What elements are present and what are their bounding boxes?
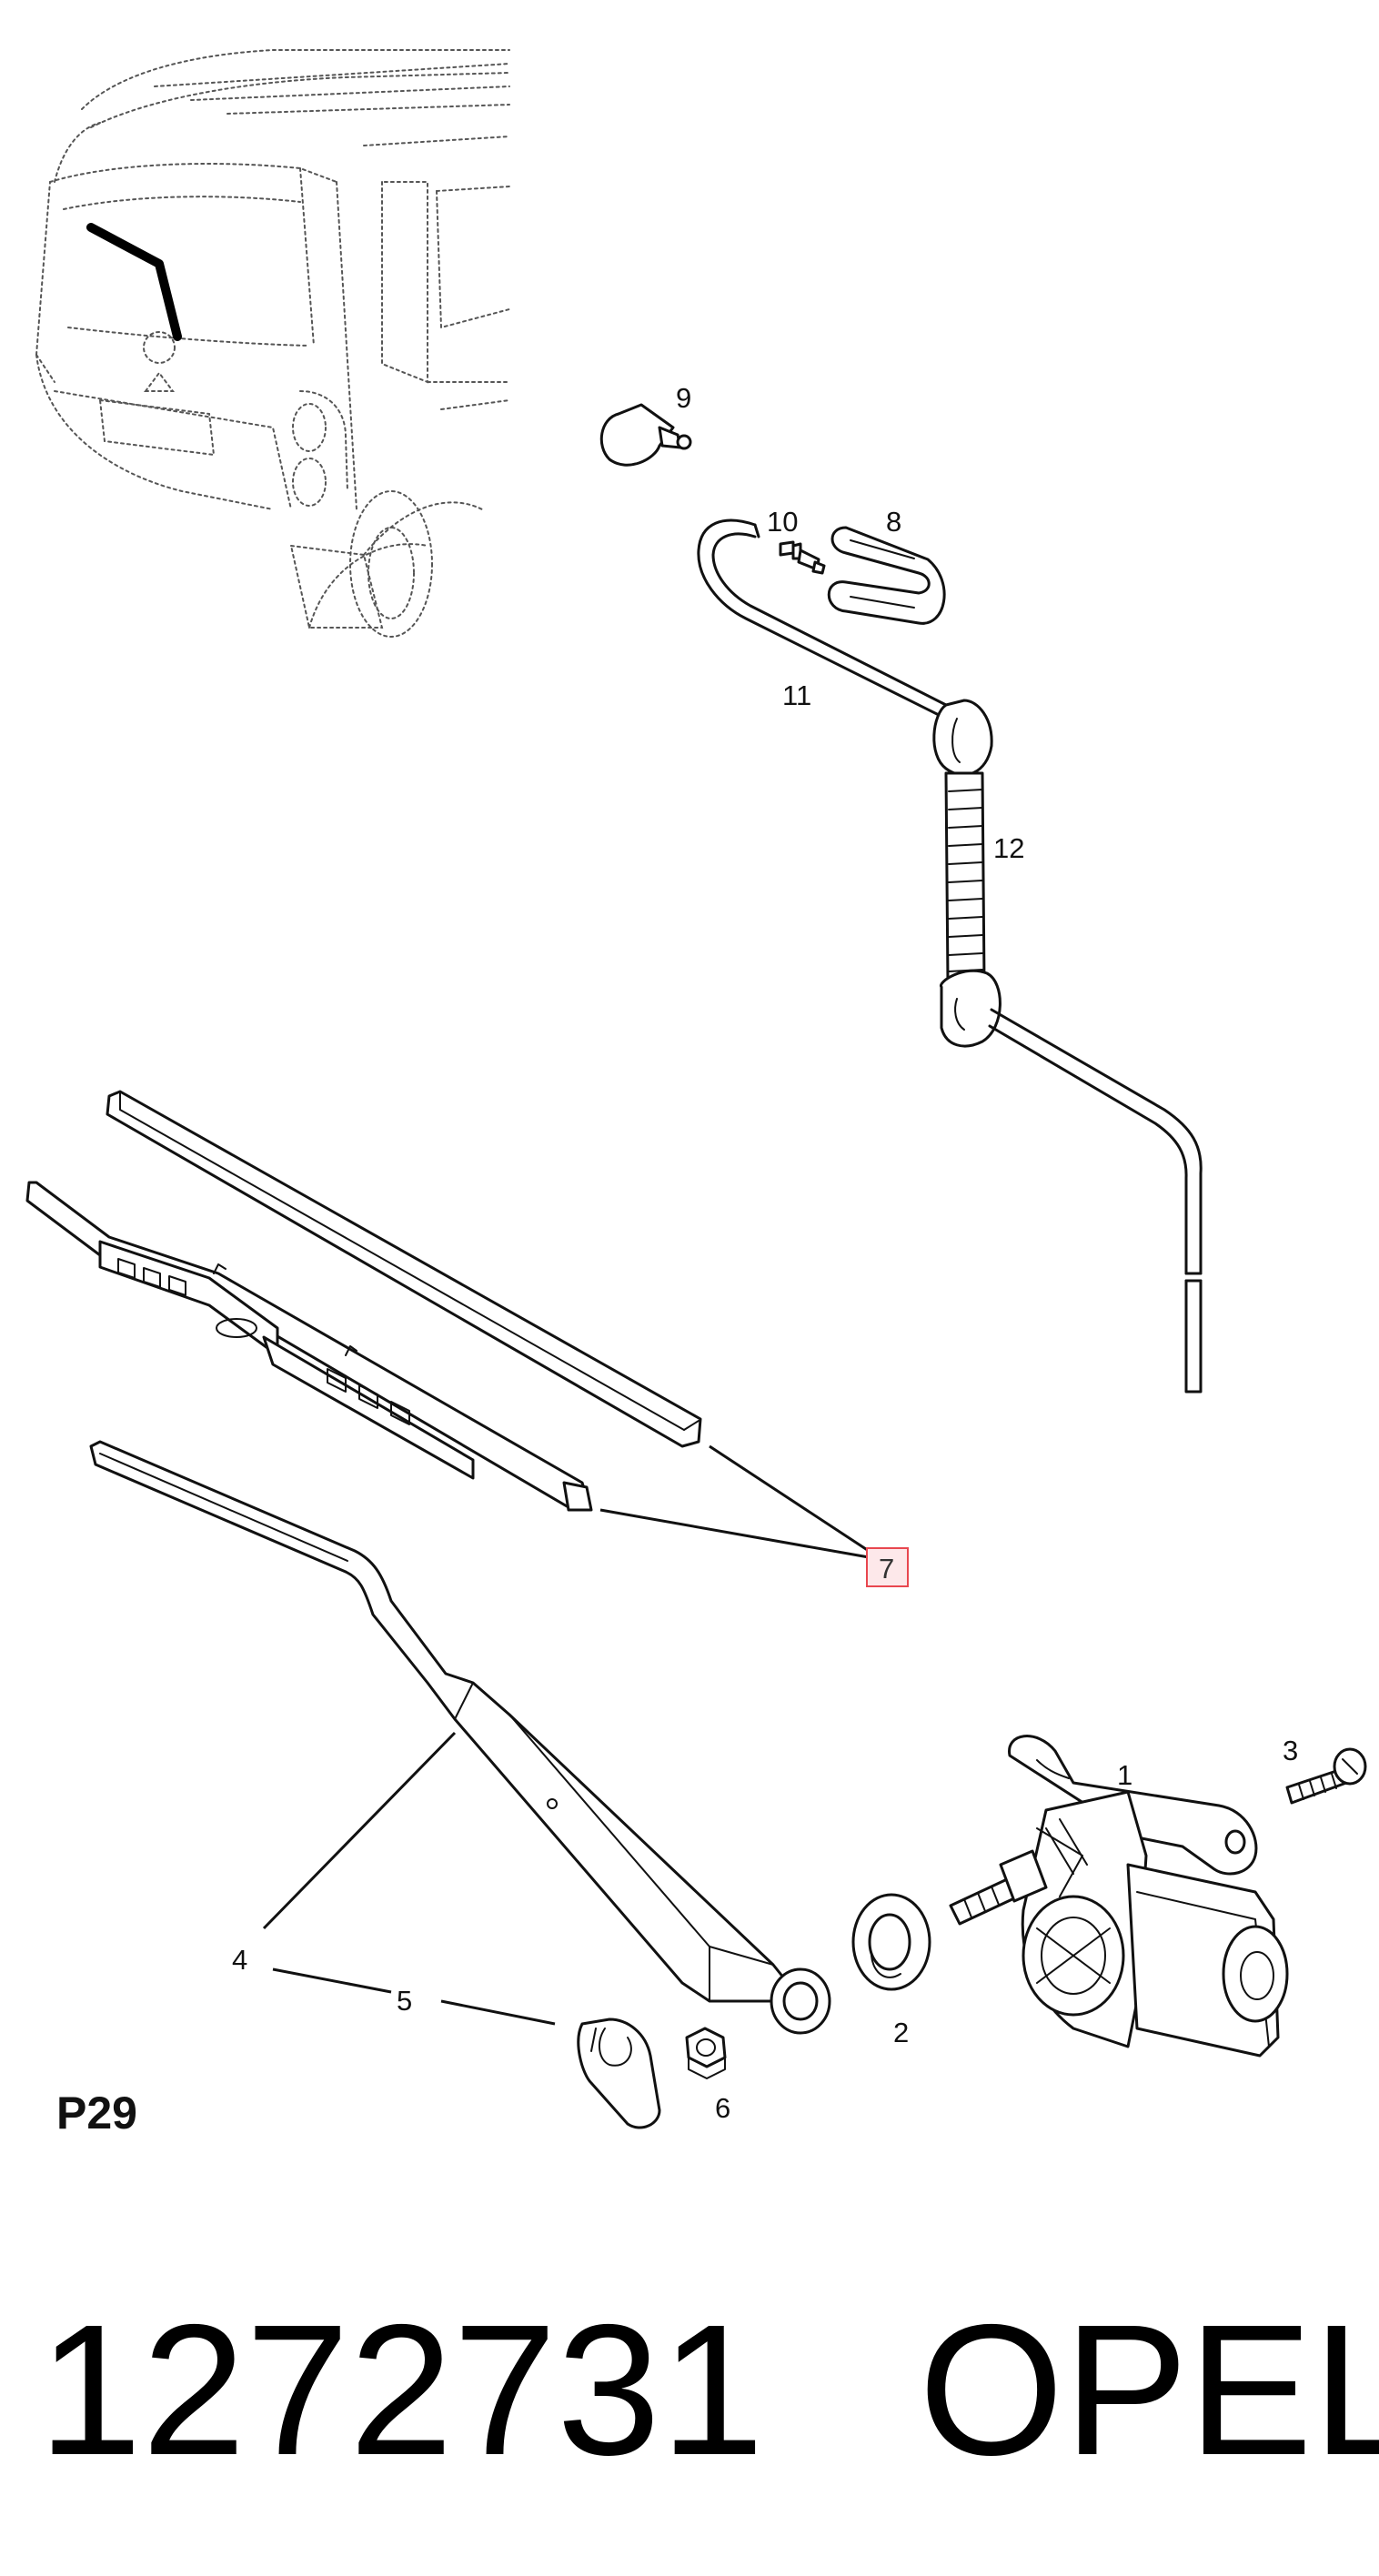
hose-clip-part	[827, 526, 946, 625]
part-number: 1272731	[38, 2286, 764, 2494]
callout-1: 1	[1117, 1759, 1132, 1791]
brand-name: OPEL	[919, 2286, 1379, 2494]
washer-hose-part	[697, 518, 993, 777]
wiper-blade-part	[25, 1090, 870, 1559]
callout-5: 5	[397, 1985, 412, 2017]
callout-4: 4	[232, 1944, 247, 1976]
callout-labels: 1 2 3 4 5 6 7 8 9 10 11 12	[232, 382, 1298, 2124]
callout-12: 12	[993, 832, 1024, 864]
callout-7: 7	[879, 1553, 894, 1585]
highlight-box-7	[866, 1547, 909, 1587]
seal-part	[851, 1893, 931, 1991]
callout-3: 3	[1283, 1735, 1298, 1766]
page-reference: P29	[56, 2088, 137, 2138]
wiper-motor-part	[949, 1735, 1289, 2058]
hose-connector-part	[779, 540, 826, 575]
screw-part	[1285, 1747, 1367, 1805]
callout-11: 11	[782, 679, 811, 711]
callout-9: 9	[676, 382, 691, 414]
callout-10: 10	[767, 506, 798, 538]
arm-cap-part	[440, 1999, 661, 2129]
washer-nozzle-part	[599, 403, 692, 467]
hose-sleeve-part	[940, 771, 1203, 1394]
nut-part	[685, 2027, 727, 2079]
callout-6: 6	[715, 2092, 730, 2124]
vehicle-rear-illustration	[35, 49, 510, 638]
callout-2: 2	[893, 2017, 909, 2048]
wiper-arm-part	[89, 1440, 831, 2035]
callout-8: 8	[886, 506, 901, 538]
